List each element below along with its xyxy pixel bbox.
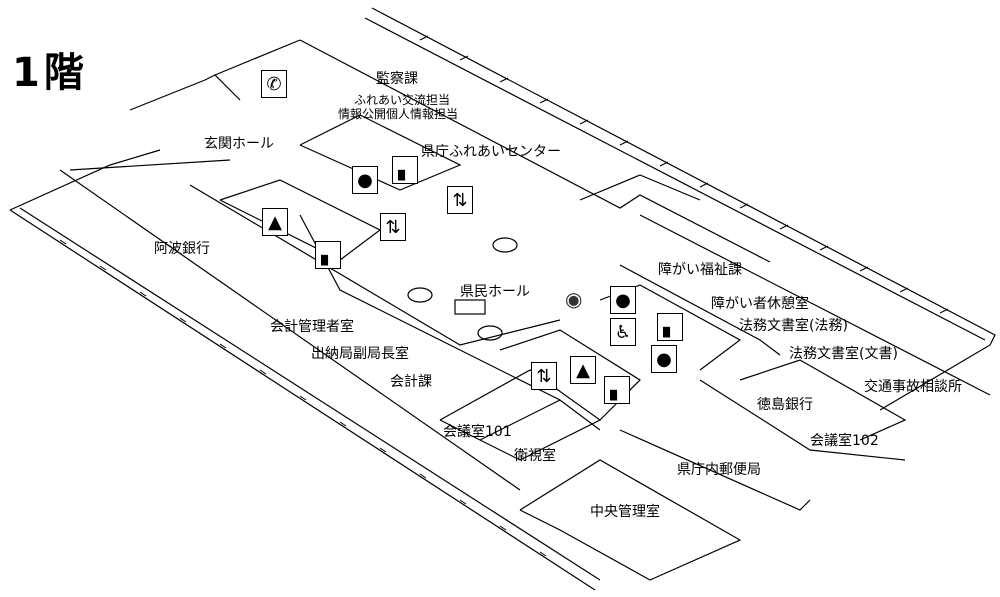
- room-chuo-kanri: 中央管理室: [590, 504, 660, 520]
- room-kaikei: 会計課: [390, 374, 432, 390]
- room-tokushima-bank: 徳島銀行: [757, 397, 813, 413]
- room-shogai-kyukei: 障がい者休憩室: [711, 296, 809, 312]
- room-eishi: 衛視室: [514, 448, 556, 464]
- room-kansa: 監察課: [376, 71, 418, 87]
- floor-title: 1階: [12, 50, 88, 96]
- room-kotsu-jiko: 交通事故相談所: [864, 379, 962, 395]
- room-homu-homu: 法務文書室(法務): [739, 318, 848, 334]
- room-homu-bunsho: 法務文書室(文書): [789, 346, 898, 362]
- elevator-icon: ⇅: [447, 186, 473, 214]
- stairs-icon: ▖: [657, 313, 683, 341]
- toilet-men-icon: ●: [651, 345, 677, 373]
- restroom-accessible-icon: ♿: [610, 318, 636, 346]
- room-joho-kokai: 情報公開個人情報担当: [338, 107, 459, 121]
- room-genkan: 玄関ホール: [204, 136, 274, 152]
- toilet-women-icon: ▲: [570, 356, 596, 384]
- stairs-icon: ▖: [392, 156, 418, 184]
- toilet-women-icon: ▲: [262, 208, 288, 236]
- stairs-icon: ▖: [604, 376, 630, 404]
- room-kaigi102: 会議室102: [810, 433, 879, 449]
- elevator-icon: ⇅: [531, 362, 557, 390]
- room-suitou: 出納局副局長室: [311, 346, 409, 362]
- room-kaigi101: 会議室101: [443, 424, 512, 440]
- toilet-men-icon: ●: [352, 166, 378, 194]
- info-desk-icon: ●: [610, 286, 636, 314]
- elevator-icon: ⇅: [380, 213, 406, 241]
- room-awa-bank: 阿波銀行: [154, 241, 210, 257]
- room-yubin: 県庁内郵便局: [677, 462, 761, 478]
- phone-icon: ✆: [261, 70, 287, 98]
- room-kenmin-hall: 県民ホール: [460, 284, 530, 300]
- room-fureai-center: 県庁ふれあいセンター: [421, 144, 561, 160]
- stairs-icon: ▖: [315, 241, 341, 269]
- room-fureai-koryu: ふれあい交流担当: [354, 93, 451, 107]
- room-kaikei-kanri: 会計管理者室: [270, 319, 354, 335]
- info-icon: ◉: [565, 287, 583, 311]
- room-shogai-fukushi: 障がい福祉課: [658, 262, 742, 278]
